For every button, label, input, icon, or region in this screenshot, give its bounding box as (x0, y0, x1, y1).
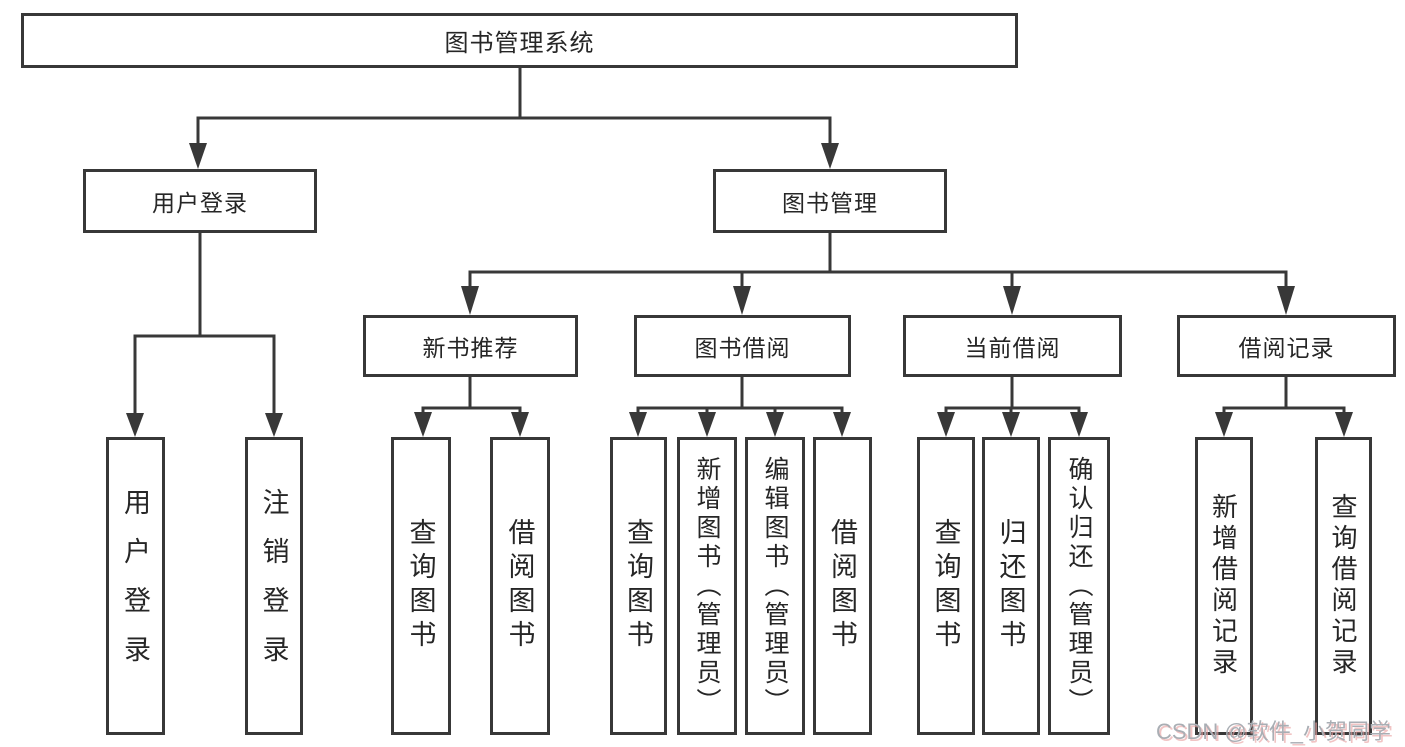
node-user-login: 用户登录 (83, 169, 317, 233)
leaf-return-books: 归还图书 (982, 437, 1040, 735)
node-book-management: 图书管理 (713, 169, 947, 233)
leaf-query-books-recommend: 查询图书 (391, 437, 451, 735)
leaf-edit-books-admin: 编辑图书（管理员） (745, 437, 805, 735)
leaf-borrow-books-recommend: 借阅图书 (490, 437, 550, 735)
node-root-system: 图书管理系统 (21, 13, 1018, 68)
node-current-borrowing: 当前借阅 (903, 315, 1122, 377)
leaf-add-borrow-record: 新增借阅记录 (1195, 437, 1253, 735)
node-book-borrowing: 图书借阅 (634, 315, 851, 377)
leaf-logout: 注销登录 (245, 437, 303, 735)
leaf-query-books-borrow: 查询图书 (610, 437, 667, 735)
leaf-add-books-admin: 新增图书（管理员） (677, 437, 737, 735)
leaf-query-borrow-record: 查询借阅记录 (1315, 437, 1372, 735)
node-new-book-recommend: 新书推荐 (363, 315, 578, 377)
leaf-borrow-books: 借阅图书 (813, 437, 872, 735)
csdn-watermark: CSDN @软件_小贺同学 (1155, 719, 1391, 744)
leaf-query-books-current: 查询图书 (917, 437, 975, 735)
leaf-user-login: 用户登录 (106, 437, 165, 735)
leaf-confirm-return-admin: 确认归还（管理员） (1048, 437, 1110, 735)
node-borrowing-records: 借阅记录 (1177, 315, 1396, 377)
